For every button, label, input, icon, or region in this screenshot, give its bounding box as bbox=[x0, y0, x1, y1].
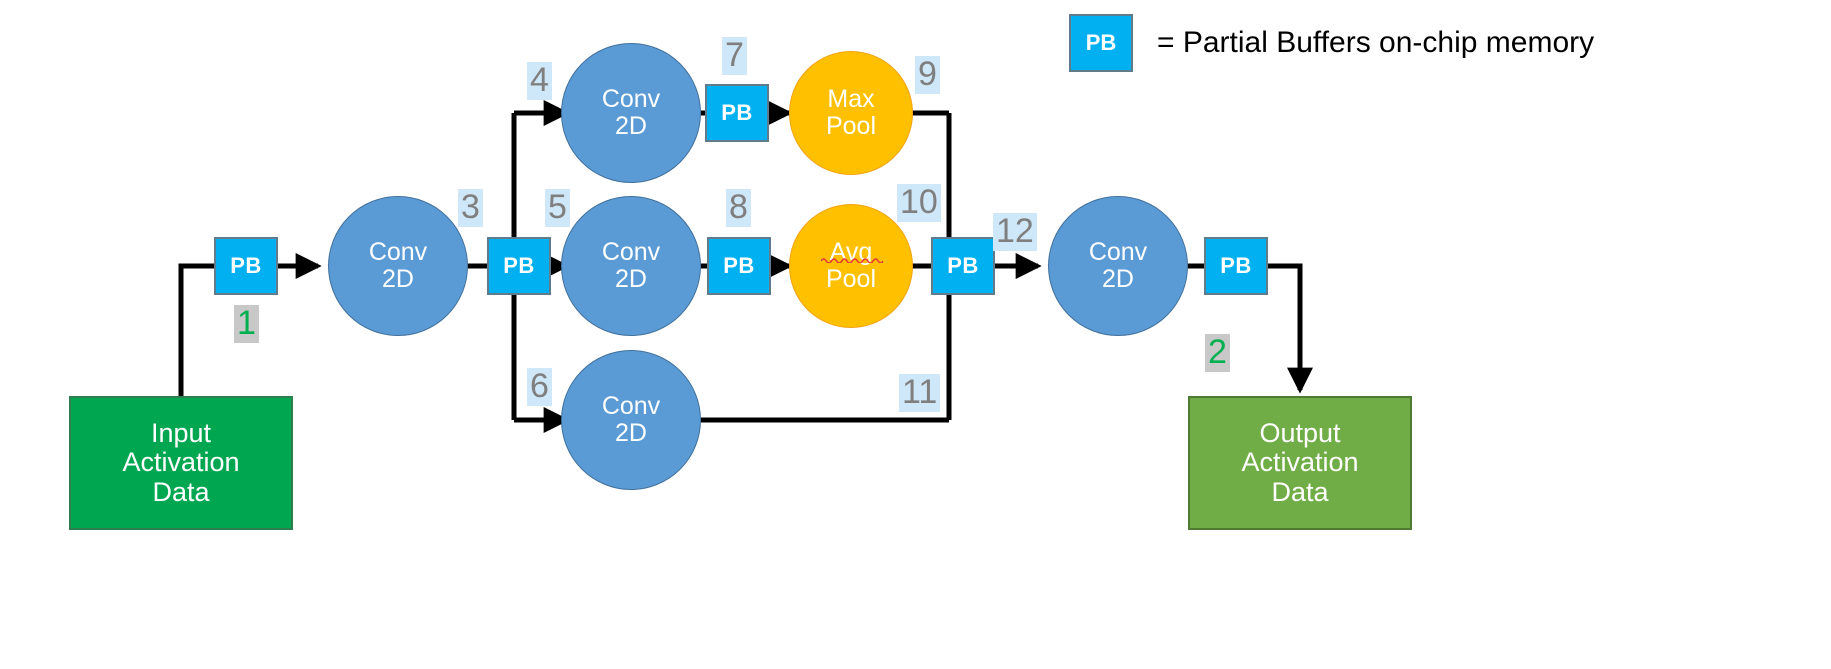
conv2d-bottom-branch-label: Conv 2D bbox=[601, 392, 661, 447]
avg-pool-node[interactable]: Avg Pool bbox=[789, 204, 913, 328]
edge-number-1: 1 bbox=[234, 305, 259, 343]
conv2d-first-label: Conv 2D bbox=[368, 238, 428, 293]
pb-top-branch-buffer[interactable]: PB bbox=[705, 84, 769, 142]
edge-number-2: 2 bbox=[1205, 334, 1230, 372]
pb-split-buffer-label: PB bbox=[503, 253, 535, 279]
input-activation-label: Input Activation Data bbox=[122, 418, 240, 507]
pb-merge-buffer-label: PB bbox=[947, 253, 979, 279]
edge-number-12: 12 bbox=[993, 213, 1037, 251]
legend-description: = Partial Buffers on-chip memory bbox=[1157, 26, 1595, 59]
pb-output-buffer[interactable]: PB bbox=[1204, 237, 1268, 295]
conv2d-first[interactable]: Conv 2D bbox=[328, 196, 468, 336]
pb-input-buffer-label: PB bbox=[230, 253, 262, 279]
legend-pb-badge-label: PB bbox=[1085, 30, 1117, 55]
legend: PB = Partial Buffers on-chip memory bbox=[1069, 14, 1594, 72]
max-pool-label: Max Pool bbox=[825, 85, 877, 140]
edge-number-6: 6 bbox=[527, 368, 552, 406]
pb-mid-branch-buffer-label: PB bbox=[723, 253, 755, 279]
conv2d-bottom-branch[interactable]: Conv 2D bbox=[561, 350, 701, 490]
output-activation-box[interactable]: Output Activation Data bbox=[1188, 396, 1412, 530]
avg-pool-label: Avg Pool bbox=[825, 238, 877, 293]
edge-number-8: 8 bbox=[726, 189, 751, 227]
wire-pb-out-to-output bbox=[1268, 263, 1313, 394]
input-activation-box[interactable]: Input Activation Data bbox=[69, 396, 293, 530]
edge-number-5: 5 bbox=[545, 189, 570, 227]
pb-split-buffer[interactable]: PB bbox=[487, 237, 551, 295]
conv2d-output[interactable]: Conv 2D bbox=[1048, 196, 1188, 336]
edge-number-7: 7 bbox=[722, 37, 747, 75]
pb-top-branch-buffer-label: PB bbox=[721, 100, 753, 126]
wire-input-to-pb-in bbox=[178, 263, 214, 396]
edge-number-3: 3 bbox=[458, 189, 483, 227]
pb-merge-buffer[interactable]: PB bbox=[931, 237, 995, 295]
legend-pb-badge: PB bbox=[1069, 14, 1133, 72]
pb-mid-branch-buffer[interactable]: PB bbox=[707, 237, 771, 295]
pb-output-buffer-label: PB bbox=[1220, 253, 1252, 279]
pb-input-buffer[interactable]: PB bbox=[214, 237, 278, 295]
conv2d-output-label: Conv 2D bbox=[1088, 238, 1148, 293]
conv2d-top-branch-label: Conv 2D bbox=[601, 85, 661, 140]
conv2d-mid-branch-label: Conv 2D bbox=[601, 238, 661, 293]
max-pool-node[interactable]: Max Pool bbox=[789, 51, 913, 175]
edge-number-10: 10 bbox=[897, 184, 941, 222]
conv2d-top-branch[interactable]: Conv 2D bbox=[561, 43, 701, 183]
edge-number-11: 11 bbox=[899, 374, 941, 412]
edge-number-4: 4 bbox=[527, 62, 552, 100]
edge-number-9: 9 bbox=[915, 56, 940, 94]
output-activation-label: Output Activation Data bbox=[1241, 418, 1359, 507]
conv2d-mid-branch[interactable]: Conv 2D bbox=[561, 196, 701, 336]
